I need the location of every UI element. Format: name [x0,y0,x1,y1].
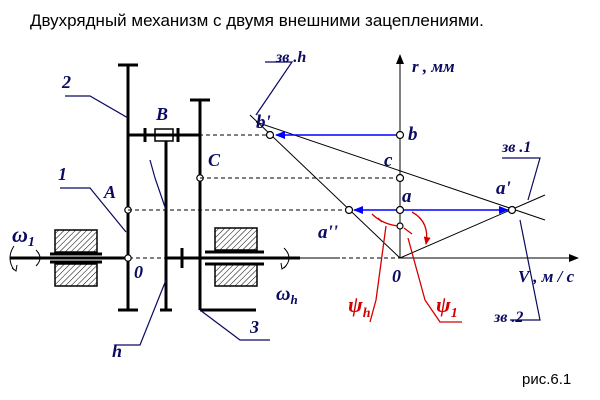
left-bearing-top [54,229,98,253]
leader-link-2 [65,95,129,119]
omega-1-arc-right-icon [35,249,41,267]
mechanism-scheme: 2 1 B C A 0 h 3 ω1 ωh [9,63,400,361]
point-O-marker [124,254,132,262]
label-link-1: 1 [58,164,67,184]
angle-psi-1-arc [411,211,431,245]
leader-point-B [149,159,167,211]
velocity-diagram: r , мм V , м / с 0 зв .h зв .1 зв .2 b' … [249,49,579,326]
point-a-marker [395,205,405,215]
omega-1-arrowhead-icon [11,264,18,272]
label-b: b [408,124,418,145]
label-v-axis: V , м / с [518,267,575,286]
label-a: a [402,186,412,207]
line-zv-2 [255,121,546,221]
label-a-prime: a' [496,178,511,199]
leader-zv-h [255,61,294,116]
leader-zv-2 [510,219,541,321]
label-a-double-prime: a'' [318,222,338,243]
point-b-prime-marker [265,130,275,140]
label-zv-1: зв .1 [501,139,531,156]
label-origin-0: 0 [134,262,143,282]
label-point-B: B [155,104,168,124]
label-c: c [384,150,393,171]
label-r-axis: r , мм [412,57,455,76]
label-zv-h: зв .h [275,49,306,66]
label-psi-h: ψh [348,292,371,321]
right-bearing-top [214,227,258,251]
label-zv-2: зв .2 [493,309,523,326]
point-a-prime-marker [507,205,517,215]
omega-1-arc-icon [9,245,15,271]
label-link-2: 2 [61,72,71,92]
line-zv-1 [399,194,546,259]
leader-link-1 [60,187,127,233]
point-b-marker [395,130,405,140]
label-point-A: A [103,182,116,202]
leader-zv-1 [502,157,541,201]
label-omega-1: ω1 [12,222,35,250]
angle-psi-1-base [403,227,413,235]
left-bearing-bottom [54,263,98,287]
label-b-prime: b' [256,112,271,133]
point-c-marker [395,173,405,183]
leader-link-3 [199,309,270,341]
omega-h-arrowhead-icon [280,262,287,270]
label-axis-origin: 0 [392,266,401,286]
leader-link-h [115,279,167,346]
right-bearing-bottom [214,263,258,287]
page-title: Двухрядный механизм с двумя внешними зац… [30,11,484,30]
label-link-h: h [112,341,122,361]
figure-caption: рис.6.1 [522,371,571,388]
label-link-3: 3 [249,317,259,337]
label-omega-h: ωh [276,283,298,307]
angle-psi-h-tick [377,217,383,223]
point-a-double-prime-marker [344,205,354,215]
leader-psi-h [369,225,387,323]
label-psi-1: ψ1 [436,292,458,321]
label-point-C: C [208,150,221,170]
leader-psi-1 [407,237,462,323]
angle-psi-h-arc [371,213,399,227]
